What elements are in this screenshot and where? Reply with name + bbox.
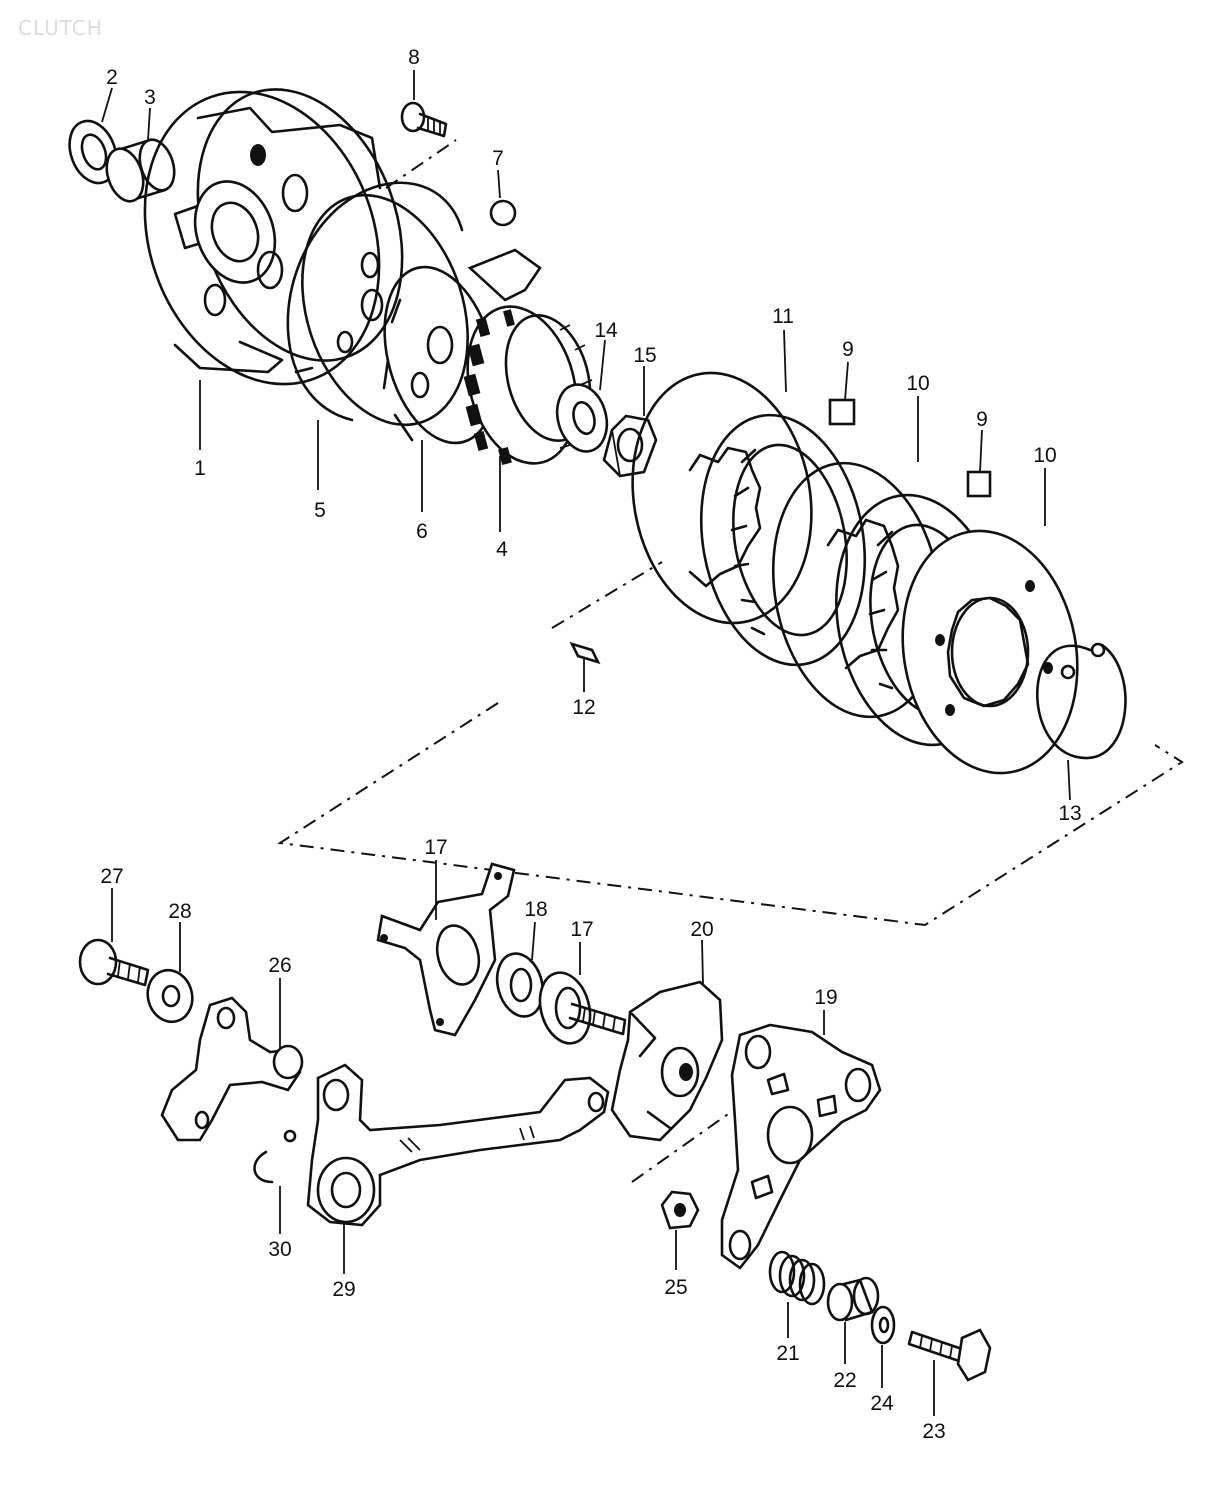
part-9-friction-plate-a — [699, 398, 867, 667]
part-2-washer — [68, 119, 118, 185]
callout-3: 3 — [144, 86, 156, 109]
part-13-pin — [569, 641, 601, 665]
callout-25: 24 — [870, 1392, 894, 1415]
part-26-nut — [660, 1190, 700, 1230]
callout-28: 27 — [100, 865, 123, 888]
callout-2: 2 — [106, 66, 118, 89]
part-23-collar — [826, 1276, 880, 1322]
part-5-wire-ring — [286, 181, 464, 422]
callout-1: 1 — [194, 457, 206, 480]
callout-8: 8 — [408, 46, 420, 69]
part-14-circlip — [1036, 642, 1127, 760]
callout-26: 25 — [664, 1276, 687, 1299]
part-22-spring — [768, 1250, 826, 1306]
part-17-release-plate — [376, 862, 516, 1037]
callout-16: 15 — [633, 344, 656, 367]
part-30-clutch-arm — [306, 1063, 610, 1227]
assembly-axis-lines — [277, 139, 1184, 1183]
callout-22: 21 — [776, 1342, 799, 1365]
callout-labels: 2 3 1 5 6 4 8 7 14 15 11 9 10 9 10 12 13… — [100, 46, 1081, 1443]
part-25-washer — [870, 1305, 896, 1345]
callout-27: 26 — [268, 954, 291, 977]
callout-24: 23 — [922, 1420, 945, 1443]
part-24-bolt — [907, 1328, 992, 1382]
part-20-mounting-plate — [720, 1023, 882, 1270]
part-21-release-cam — [610, 980, 724, 1142]
callout-4: 4 — [496, 538, 508, 561]
callout-9a: 9 — [842, 338, 854, 361]
callout-31: 30 — [268, 1238, 291, 1261]
part-6-driven-plate — [301, 193, 469, 427]
part-3-bushing — [105, 138, 176, 203]
callout-20: 19 — [814, 986, 837, 1009]
part-12-plain-plate — [631, 371, 813, 625]
part-28-bolt — [78, 938, 150, 987]
callout-11: 10 — [906, 372, 929, 395]
part-7-ball — [489, 199, 517, 227]
callout-15: 14 — [594, 319, 618, 342]
callout-9b: 9 — [976, 408, 988, 431]
part-8-screw — [400, 101, 448, 138]
diagram-title: CLUTCH — [18, 16, 103, 40]
part-4-clutch-hub — [382, 248, 593, 466]
callout-10: 10 — [1033, 444, 1056, 467]
part-31-clip — [253, 1129, 297, 1184]
callout-6: 6 — [416, 520, 428, 543]
part-18-seal-pushrod — [538, 971, 627, 1045]
part-16-nut — [602, 414, 658, 478]
callout-17: 17 — [424, 836, 447, 859]
callout-5: 5 — [314, 499, 326, 522]
callout-leader-lines — [101, 70, 1071, 1416]
callout-12: 11 — [772, 305, 794, 328]
callout-29: 28 — [168, 900, 191, 923]
part-27-lever — [160, 996, 304, 1142]
callout-19: 18 — [524, 898, 547, 921]
callout-21: 20 — [690, 918, 713, 941]
callout-18: 17 — [570, 918, 593, 941]
part-1-clutch-housing — [143, 88, 404, 386]
callout-13: 12 — [572, 696, 595, 719]
part-19-washer — [495, 952, 545, 1018]
callout-14: 13 — [1058, 802, 1081, 825]
part-10-pressure-plate — [901, 529, 1079, 775]
callout-7: 7 — [492, 147, 504, 170]
part-29-washer — [146, 968, 194, 1024]
part-15-washer — [555, 383, 609, 453]
callout-23: 22 — [833, 1369, 856, 1392]
callout-30: 29 — [332, 1278, 355, 1301]
